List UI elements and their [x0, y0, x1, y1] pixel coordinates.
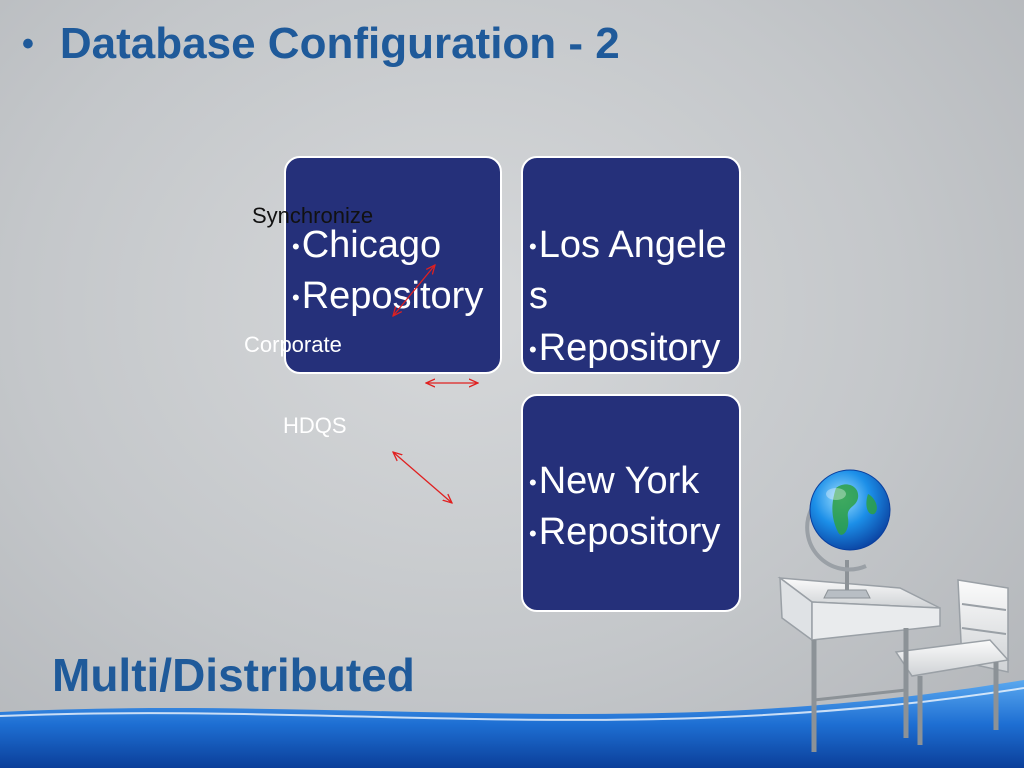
node-line: Repository [538, 511, 721, 554]
node-line: Chicago [301, 224, 442, 266]
node-text: •Los Angeles •Repository [529, 224, 727, 369]
title-bullet: • [22, 25, 34, 64]
bottom-wave [0, 680, 1024, 768]
arrow-chicago-diagonal [393, 265, 435, 316]
school-desk-with-globe-icon [777, 469, 1010, 752]
bottom-title: Multi/Distributed [52, 649, 415, 701]
bottom-wave-highlight [0, 687, 1024, 721]
arrow-ny-diagonal [393, 452, 452, 503]
synchronize-label: Synchronize [252, 203, 374, 228]
slide-title: Database Configuration - 2 [59, 19, 620, 68]
corporate-label: Corporate [244, 332, 342, 357]
node-text: •New York •Repository [529, 460, 721, 554]
node-line: Repository [538, 326, 721, 369]
title-row: • Database Configuration - 2 [22, 18, 620, 71]
node-line: Los Angeles [529, 224, 727, 318]
hdqs-label: HDQS [283, 413, 347, 438]
node-new-york-repository: •New York •Repository [521, 394, 741, 612]
node-line: New York [538, 460, 700, 502]
node-los-angeles-repository: •Los Angeles •Repository [521, 156, 741, 374]
